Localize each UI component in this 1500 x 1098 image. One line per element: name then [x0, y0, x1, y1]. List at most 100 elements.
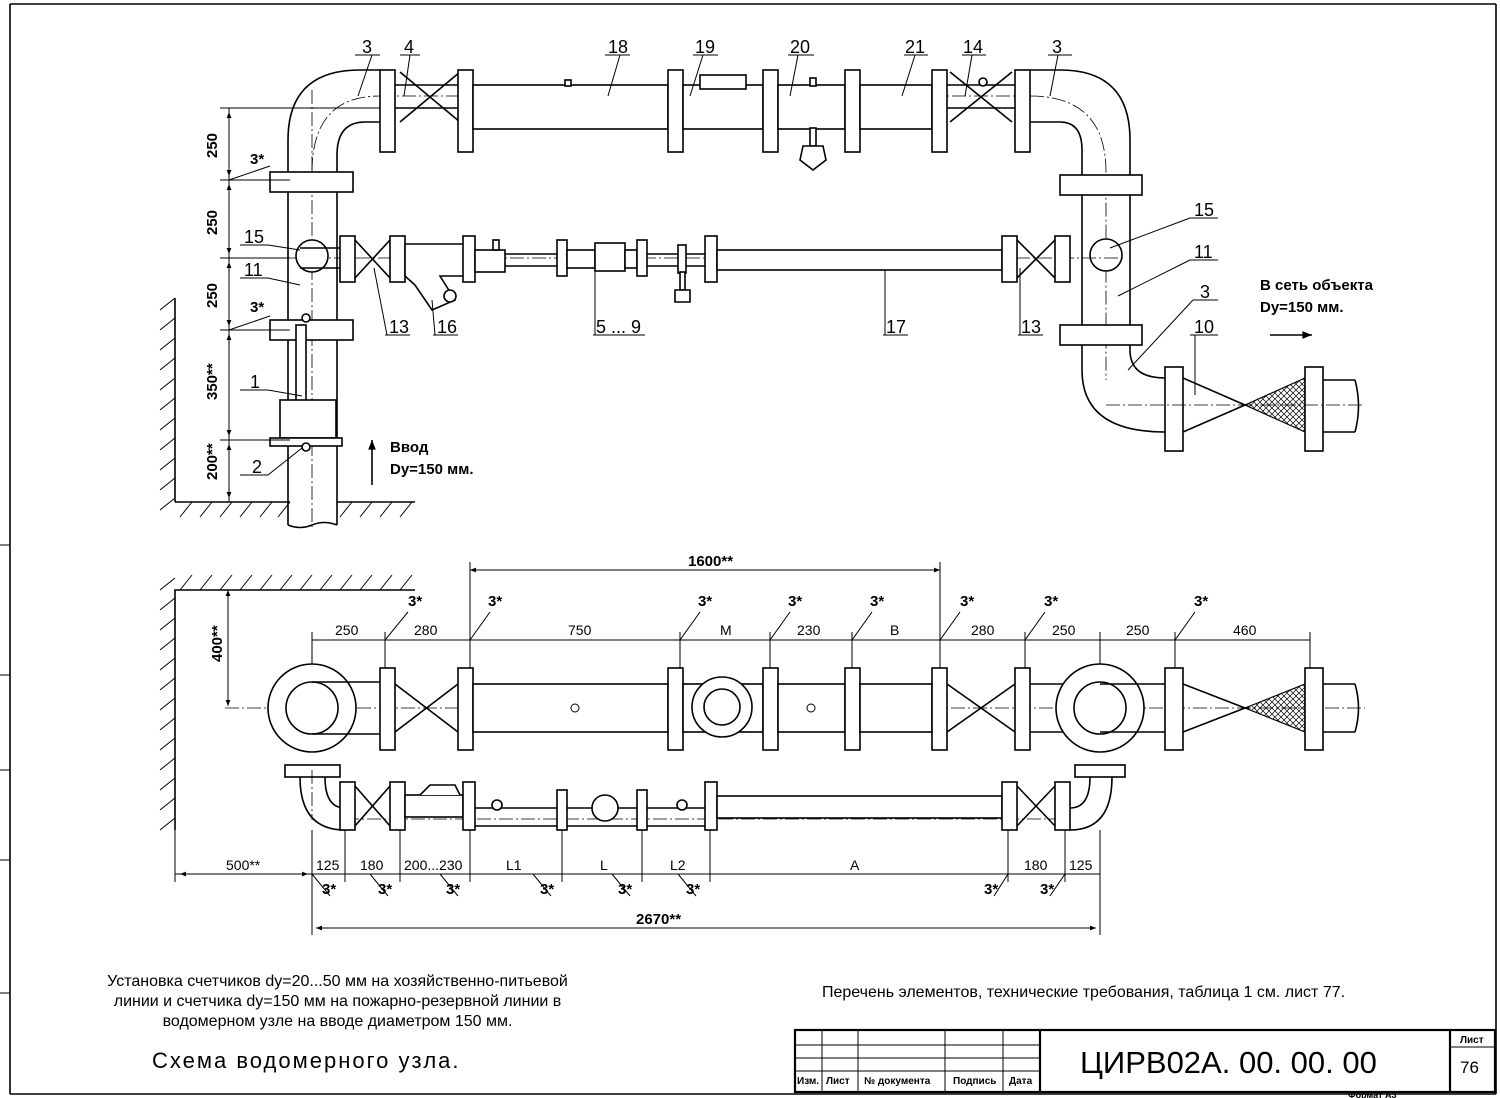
- lower-bypass-line: [290, 235, 1125, 311]
- mark-bottom-3: 3*: [446, 881, 460, 898]
- right-riser: [1059, 195, 1170, 433]
- dim-v-350: 350**: [204, 363, 221, 400]
- inlet-title: Ввод: [390, 439, 429, 456]
- callout-16: 16: [437, 317, 457, 337]
- mark-top-3: 3*: [698, 593, 712, 610]
- top-callouts: [240, 54, 1218, 476]
- top-vertical-dims: 250 250 250 350** 200** 3* 3*: [204, 107, 380, 503]
- dim-L1: L1: [506, 857, 522, 873]
- tb-header-date: Дата: [1009, 1076, 1033, 1087]
- dim-v-250-1: 250: [204, 133, 221, 158]
- description-text: Установка счетчиков dy=20...50 мм на хоз…: [50, 972, 625, 1032]
- dim-A: A: [850, 857, 860, 873]
- tb-header-doc: № документа: [864, 1076, 931, 1087]
- dim-v-200: 200**: [204, 443, 221, 480]
- tb-sheet-number: 76: [1460, 1058, 1479, 1077]
- callout-21: 21: [905, 37, 925, 57]
- dim-180-b: 180: [1024, 857, 1048, 873]
- dim-250-c: 250: [1126, 622, 1150, 638]
- mark-top-5: 3*: [870, 593, 884, 610]
- tb-header-list: Лист: [826, 1076, 850, 1087]
- dim-125-a: 125: [316, 857, 340, 873]
- dim-460: 460: [1233, 622, 1257, 638]
- dim-v-250-3: 250: [204, 283, 221, 308]
- callout-19: 19: [695, 37, 715, 57]
- dim-2670: 2670**: [636, 911, 681, 928]
- plan-bottom-dims: 500** 125 180 200...230 L1 L L2 A 180 12…: [174, 830, 1101, 935]
- dim-250-b: 250: [1052, 622, 1076, 638]
- callout-3-right: 3: [1052, 37, 1062, 57]
- tb-format: Формат А3: [1348, 1090, 1397, 1098]
- upper-main-line: [379, 69, 1031, 172]
- callout-20: 20: [790, 37, 810, 57]
- mark-top-4: 3*: [788, 593, 802, 610]
- callout-13-left: 13: [389, 317, 409, 337]
- callout-4: 4: [404, 37, 414, 57]
- callout-14: 14: [963, 37, 983, 57]
- mark-bottom-6: 3*: [686, 881, 700, 898]
- dim-280-a: 280: [414, 622, 438, 638]
- mark-top-2: 3*: [488, 593, 502, 610]
- dim-250-a: 250: [335, 622, 359, 638]
- dim-M: M: [720, 622, 732, 638]
- top-view: 3 4 18 19 20 21 14 3 15 11 13 16 5 ... 9…: [159, 37, 1374, 530]
- mark-bottom-7: 3*: [984, 881, 998, 898]
- description-line-1: Установка счетчиков dy=20...50 мм на хоз…: [107, 973, 568, 990]
- description-line-3: водомерном узле на вводе диаметром 150 м…: [162, 1013, 513, 1030]
- callout-5-9: 5 ... 9: [596, 317, 641, 337]
- outlet-pipe: [1106, 331, 1365, 452]
- mark-top-8: 3*: [1194, 593, 1208, 610]
- mark-top-1: 3*: [408, 593, 422, 610]
- outlet-title: В сеть объекта: [1260, 277, 1374, 294]
- dim-B: B: [890, 622, 899, 638]
- dim-200-230: 200...230: [404, 857, 463, 873]
- mark-bottom-5: 3*: [618, 881, 632, 898]
- dim-L2: L2: [670, 857, 686, 873]
- tb-code: ЦИРВ02А. 00. 00. 00: [1080, 1045, 1377, 1080]
- callout-1: 1: [250, 372, 260, 392]
- plan-bypass-line: [284, 764, 1126, 831]
- top-right-bend: [1030, 69, 1131, 175]
- inlet-label: Ввод Dy=150 мм.: [368, 439, 474, 485]
- mark-bottom-1: 3*: [322, 881, 336, 898]
- inlet-pipe: [269, 90, 354, 530]
- top-left-bend: [287, 69, 380, 172]
- dim-v-250-2: 250: [204, 210, 221, 235]
- tb-sheet-label: Лист: [1460, 1035, 1484, 1046]
- bottom-view: 1600** 400** 250 280 750 M 230 B 280 250…: [159, 553, 1365, 935]
- wall-hatch-top: [159, 297, 415, 518]
- mark-top-6: 3*: [960, 593, 974, 610]
- dim-125-b: 125: [1069, 857, 1093, 873]
- callout-17: 17: [886, 317, 906, 337]
- callout-18: 18: [608, 37, 628, 57]
- dim-230: 230: [797, 622, 821, 638]
- mark-top-7: 3*: [1044, 593, 1058, 610]
- dim-180-a: 180: [360, 857, 384, 873]
- tb-header-izm: Изм.: [797, 1076, 819, 1087]
- plan-main-line: [225, 663, 1365, 753]
- description-line-2: линии и счетчика dy=150 мм на пожарно-ре…: [113, 993, 562, 1010]
- callout-15-left: 15: [244, 227, 264, 247]
- callout-13-right: 13: [1021, 317, 1041, 337]
- callout-11-left: 11: [244, 260, 263, 280]
- drawing-title: Схема водомерного узла.: [152, 1048, 461, 1073]
- callout-15-right: 15: [1194, 200, 1214, 220]
- dim-750: 750: [568, 622, 592, 638]
- dim-1600: 1600**: [688, 553, 733, 570]
- mark-3star-2: 3*: [250, 299, 264, 316]
- inlet-size: Dy=150 мм.: [390, 461, 474, 478]
- reference-note: Перечень элементов, технические требован…: [822, 984, 1346, 1001]
- plan-top-dims: 1600** 400** 250 280 750 M 230 B 280 250…: [209, 553, 1311, 706]
- dim-400: 400**: [209, 625, 226, 662]
- callout-10: 10: [1194, 317, 1214, 337]
- mark-bottom-8: 3*: [1040, 881, 1054, 898]
- dim-L: L: [600, 857, 608, 873]
- outlet-size: Dy=150 мм.: [1260, 299, 1344, 316]
- top-callout-numbers: 3 4 18 19 20 21 14 3 15 11 13 16 5 ... 9…: [244, 37, 1214, 477]
- dim-280-b: 280: [971, 622, 995, 638]
- tb-header-sign: Подпись: [953, 1076, 996, 1087]
- callout-3-outlet: 3: [1200, 282, 1210, 302]
- dim-500: 500**: [226, 857, 261, 873]
- mark-3star-1: 3*: [250, 151, 264, 168]
